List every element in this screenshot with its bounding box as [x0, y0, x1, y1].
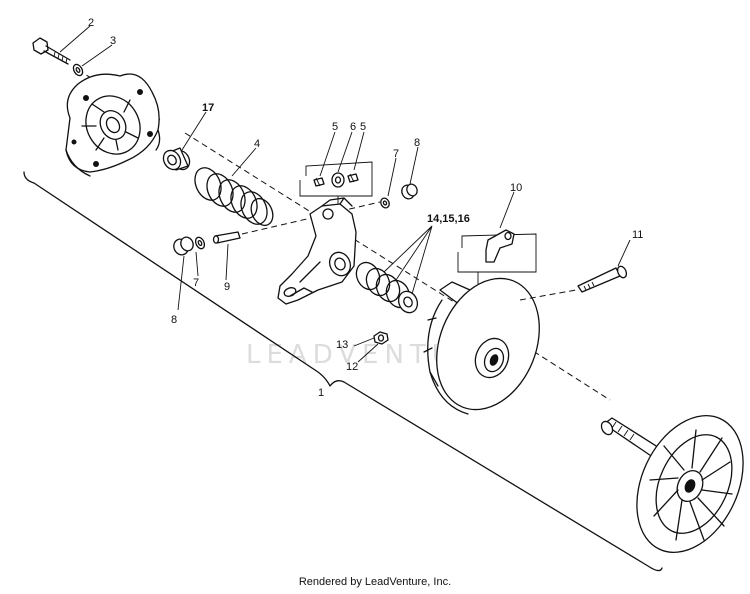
roller-inset-box: [299, 161, 373, 204]
screw-part-11[interactable]: [577, 265, 628, 293]
callout-17: 17: [202, 102, 214, 114]
weight-inset-box: [457, 233, 537, 284]
callout-3: 3: [110, 35, 116, 47]
callout-10: 10: [510, 182, 522, 194]
leader-lines: [59, 25, 631, 363]
pin-part-9[interactable]: [212, 231, 241, 244]
washer-part-7-left[interactable]: [194, 236, 206, 250]
bolt-part-2[interactable]: [32, 37, 71, 65]
spring-part-4[interactable]: [190, 164, 277, 229]
weight-part-10[interactable]: [485, 229, 515, 263]
callout-8-right: 8: [414, 137, 420, 149]
washer-part-7-right[interactable]: [379, 197, 390, 209]
spring-set-parts-14-15-16[interactable]: [352, 259, 421, 316]
roller-pin-part-5-right[interactable]: [347, 173, 359, 183]
callout-2: 2: [88, 17, 94, 29]
render-credit: Rendered by LeadVenture, Inc.: [298, 576, 452, 588]
button-part-8-left[interactable]: [171, 235, 195, 257]
callout-1: 1: [318, 387, 324, 399]
callout-5-left: 5: [332, 121, 338, 133]
nut-part-13[interactable]: [373, 331, 389, 345]
callout-5-right: 5: [360, 121, 366, 133]
roller-part-6[interactable]: [331, 172, 345, 188]
callout-9: 9: [224, 281, 230, 293]
button-part-8-right[interactable]: [400, 182, 419, 200]
fixed-sheave-with-shaft[interactable]: [599, 398, 750, 569]
callout-labels: 2 3 17 4 5 6 5 7 8 10 14,15,16 11 7 9 8 …: [88, 17, 643, 399]
callout-7-right: 7: [393, 148, 399, 160]
spider-arm[interactable]: [277, 197, 357, 305]
bushing-part-17[interactable]: [160, 147, 193, 172]
roller-pin-part-5-left[interactable]: [313, 177, 325, 187]
callout-6: 6: [350, 121, 356, 133]
callout-8-left: 8: [171, 314, 177, 326]
callout-13: 13: [336, 339, 348, 351]
movable-sheave[interactable]: [418, 263, 558, 425]
cover-housing[interactable]: [65, 73, 161, 177]
callout-11: 11: [632, 229, 643, 241]
assembly-bracket: [23, 171, 663, 572]
washer-part-3[interactable]: [72, 63, 85, 77]
callout-7-left: 7: [193, 277, 199, 289]
callout-12: 12: [346, 361, 358, 373]
callout-14-15-16: 14,15,16: [427, 213, 470, 225]
callout-4: 4: [254, 138, 260, 150]
